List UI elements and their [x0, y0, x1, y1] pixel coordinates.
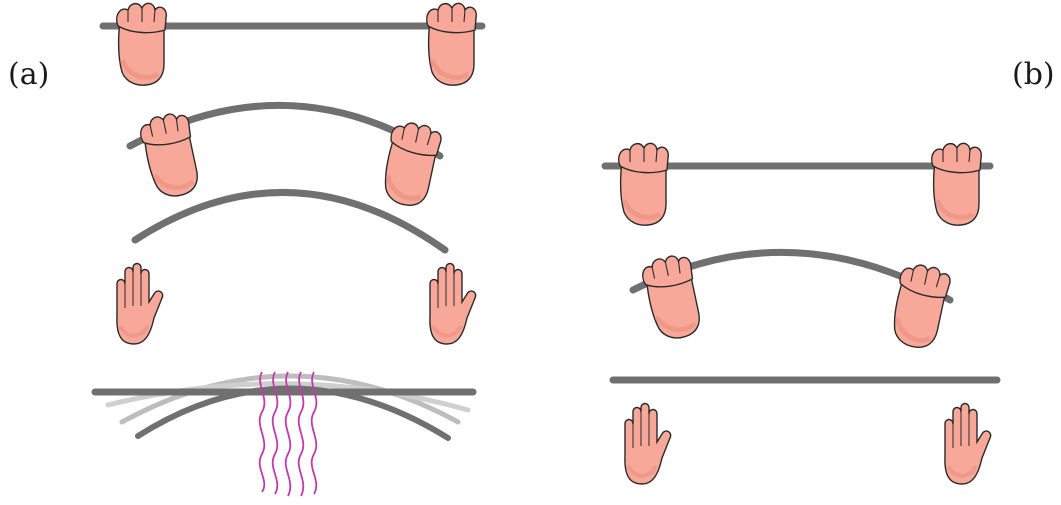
panel-a-label: (a) — [8, 57, 49, 92]
panel-a-step3-released-rod — [114, 188, 478, 346]
panel-b-step2-bending-rod — [629, 248, 952, 351]
gripping-hand-icon — [138, 110, 203, 200]
rod-ghost — [119, 373, 461, 425]
gripping-hand-icon — [619, 143, 669, 225]
panel-a-step4-heating — [91, 371, 477, 497]
panel-b-step1-straight-rod — [601, 143, 994, 225]
gripping-hand-icon — [117, 3, 167, 85]
gripping-hand-icon — [427, 3, 477, 85]
panel-a-step1-straight-rod — [99, 3, 486, 85]
open-hand-icon — [622, 401, 673, 486]
panel-a-step2-bending-rod — [126, 101, 443, 209]
gripping-hand-icon — [932, 143, 982, 225]
panel-b-step3-released-rod — [609, 376, 1001, 486]
panel-b-label: (b) — [1012, 57, 1055, 92]
open-hand-icon — [427, 261, 478, 346]
rod — [131, 188, 449, 254]
gripping-hand-icon — [378, 119, 443, 209]
heat-wave-icon — [258, 371, 318, 497]
open-hand-icon — [942, 401, 993, 486]
open-hand-icon — [114, 261, 165, 346]
